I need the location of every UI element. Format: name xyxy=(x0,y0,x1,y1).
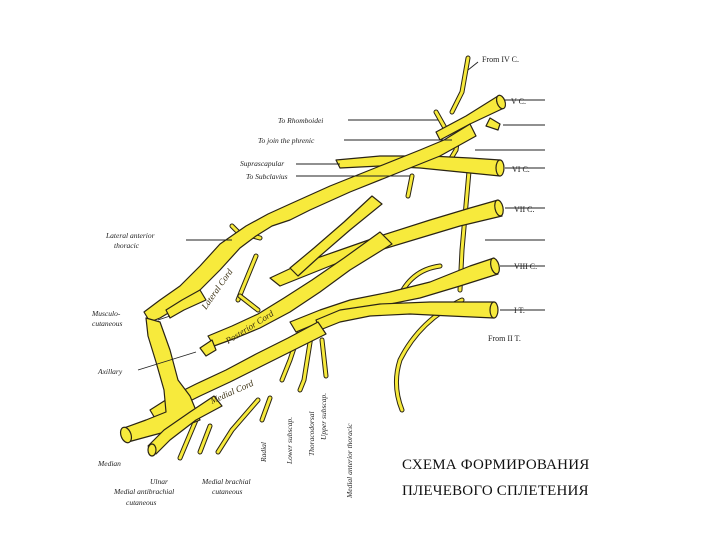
label-rhomboidei: To Rhomboidei xyxy=(278,116,323,125)
label-medial-brachial-1: Medial brachial xyxy=(201,477,251,486)
label-suprascapular: Suprascapular xyxy=(240,159,284,168)
label-phrenic: To join the phrenic xyxy=(258,136,315,145)
caption-line-2: ПЛЕЧЕВОГО СПЛЕТЕНИЯ xyxy=(402,483,589,499)
label-ulnar: Ulnar xyxy=(150,477,168,486)
label-lower-subscap: Lower subscap. xyxy=(285,417,294,465)
label-subclavius: To Subclavius xyxy=(246,172,288,181)
label-musculocutaneous-2: cutaneous xyxy=(92,319,122,328)
label-upper-subscap: Upper subscap. xyxy=(319,393,328,440)
label-vi-c: VI C. xyxy=(512,165,530,174)
caption: СХЕМА ФОРМИРОВАНИЯ ПЛЕЧЕВОГО СПЛЕТЕНИЯ xyxy=(402,452,702,504)
label-lateral-anterior-thoracic-1: Lateral anterior xyxy=(105,231,155,240)
label-medial-antibrachial-1: Medial antibrachial xyxy=(113,487,174,496)
leader-lines xyxy=(137,61,545,371)
label-thoracodorsal: Thoracodorsal xyxy=(307,411,316,456)
label-lateral-anterior-thoracic-2: thoracic xyxy=(114,241,140,250)
label-medial-anterior-thoracic: Medial anterior thoracic xyxy=(345,423,354,499)
label-viii-c: VIII C. xyxy=(514,262,537,271)
label-radial: Radial xyxy=(259,442,268,463)
ulnar-nerve xyxy=(147,395,223,455)
label-medial-antibrachial-2: cutaneous xyxy=(126,498,156,507)
musculocutaneous-nerve xyxy=(165,289,207,319)
label-from-ii-t: From II T. xyxy=(488,334,521,343)
label-vii-c: VII C. xyxy=(514,205,534,214)
median-nerve xyxy=(123,317,201,443)
axillary-nerve xyxy=(199,339,217,357)
label-i-t: I T. xyxy=(514,306,525,315)
nerve-trunks xyxy=(119,94,507,457)
label-medial-brachial-2: cutaneous xyxy=(212,487,242,496)
label-axillary: Axillary xyxy=(97,367,123,376)
caption-line-1: СХЕМА ФОРМИРОВАНИЯ xyxy=(402,457,590,473)
label-from-iv-c: From IV C. xyxy=(482,55,519,64)
label-musculocutaneous-1: Musculo- xyxy=(91,309,121,318)
label-median: Median xyxy=(97,459,121,468)
root-vi-c xyxy=(335,155,501,177)
label-v-c: V C. xyxy=(511,97,526,106)
